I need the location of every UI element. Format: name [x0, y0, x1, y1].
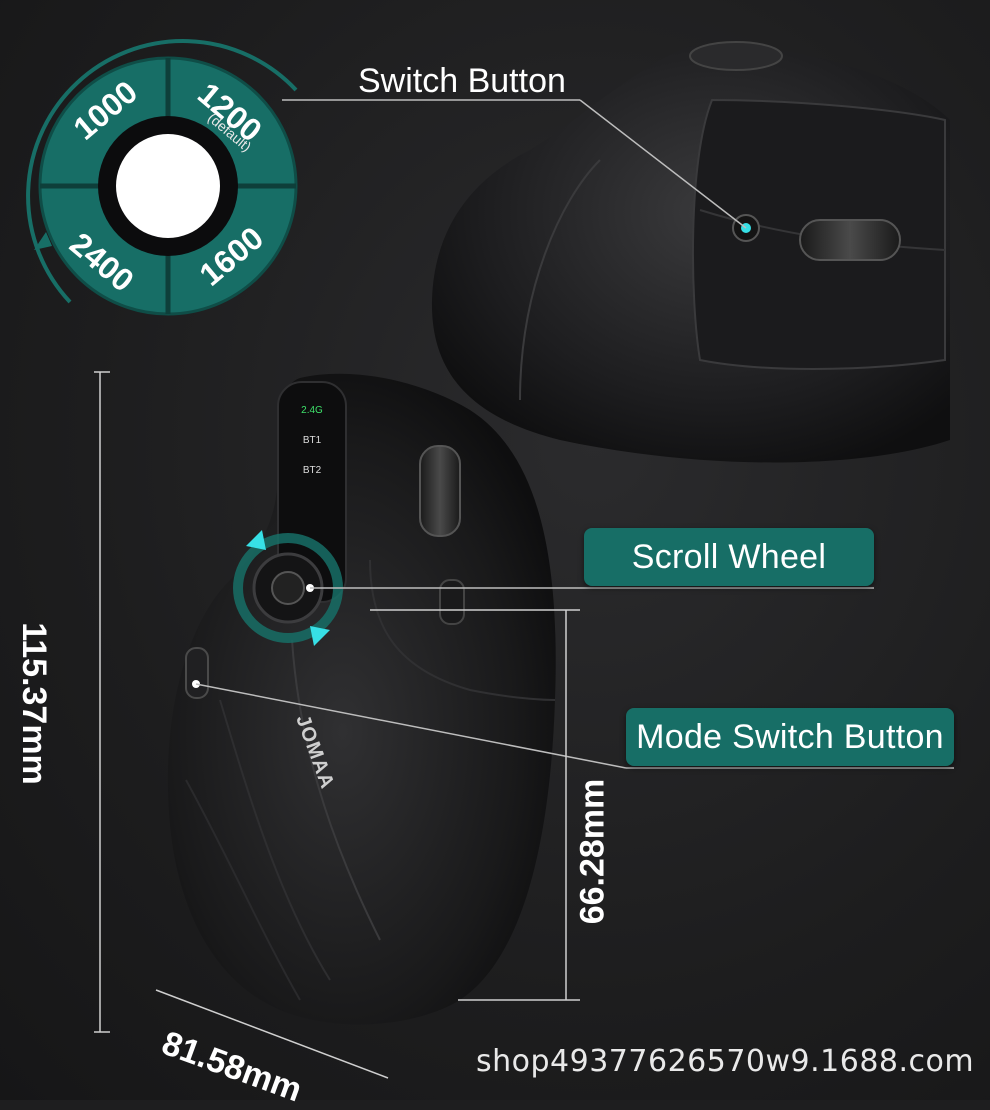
indicator-2g4: 2.4G [301, 405, 323, 416]
dimension-lines [94, 371, 580, 1079]
side-height-dimension: 66.28mm [573, 778, 612, 925]
arrow-icon [34, 232, 52, 250]
indicator-panel: 2.4G BT1 BT2 [284, 396, 340, 486]
rotate-arrow-icon [246, 530, 266, 550]
mode-switch-button [185, 647, 209, 699]
scroll-wheel-side [799, 219, 901, 261]
indicator-bt1: BT1 [302, 435, 322, 446]
height-dimension: 115.37mm [14, 622, 53, 785]
watermark: shop49377626570w9.1688.com [476, 1044, 975, 1079]
mouse-side-view [431, 41, 950, 463]
switch-button-label: Switch Button [358, 62, 566, 100]
mode-switch-button-label: Mode Switch Button [626, 708, 954, 766]
scroll-wheel-label: Scroll Wheel [584, 528, 874, 586]
callout-lines [195, 99, 954, 769]
mouse-front-view [167, 373, 556, 1025]
indicator-bt2: BT2 [302, 465, 322, 476]
rotate-arrow-icon [310, 626, 330, 646]
dpi-ring [26, 39, 298, 316]
